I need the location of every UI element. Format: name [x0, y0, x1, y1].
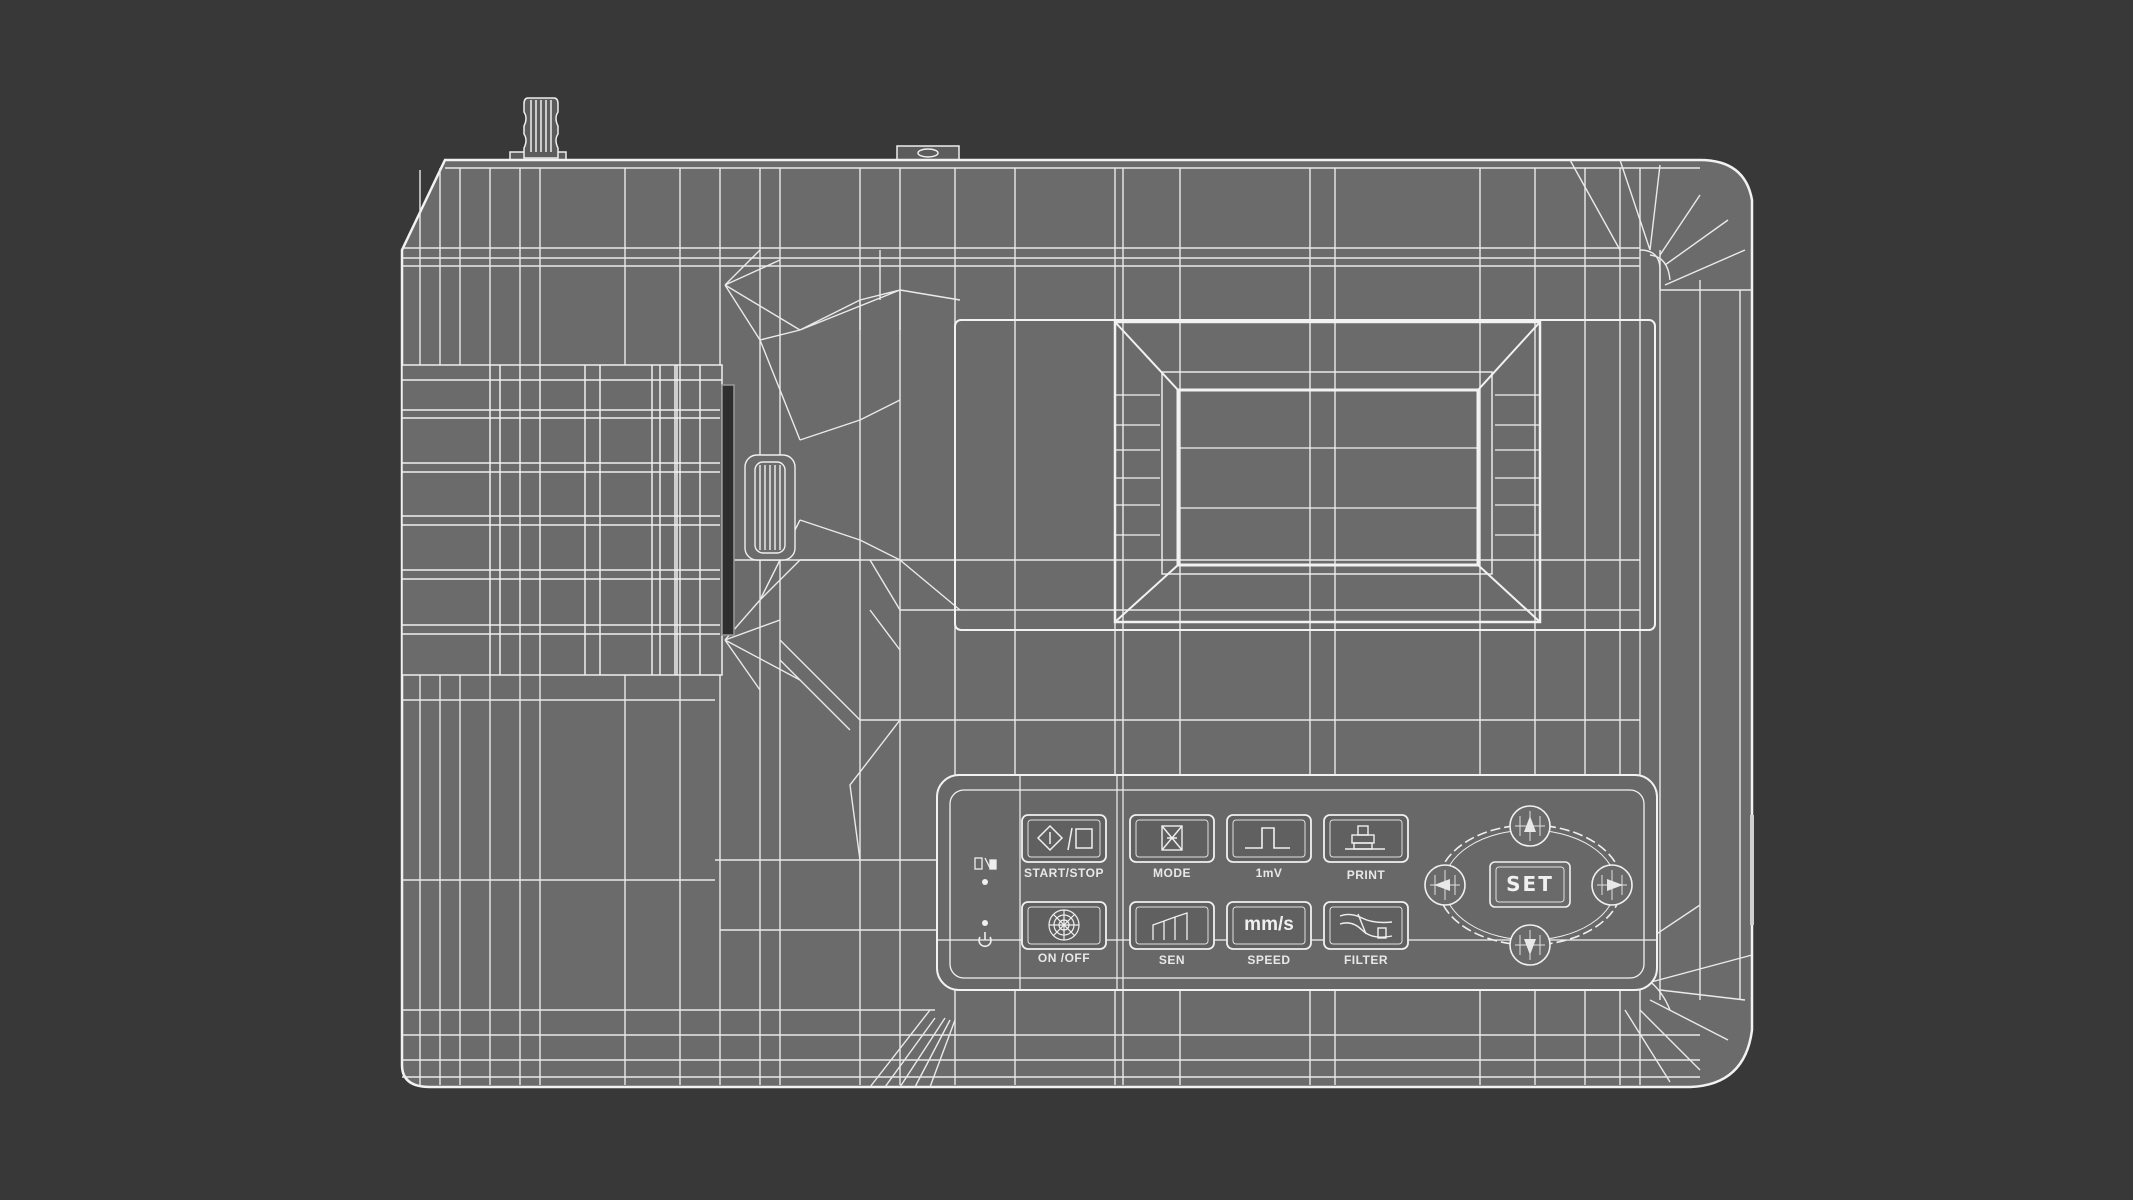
speed-mm-s-icon-text: mm/s: [1244, 914, 1294, 935]
power-grid-icon: [1048, 909, 1080, 941]
arrow-up-icon: [1524, 816, 1536, 832]
filter-label: FILTER: [1343, 953, 1389, 967]
start-stop-label: START/STOP: [1024, 866, 1104, 880]
printer-icon: [1345, 825, 1385, 850]
start-stop-icon: [1036, 824, 1093, 852]
set-button[interactable]: [1489, 861, 1571, 908]
side-connector: [1750, 815, 1754, 925]
set-label: SET: [1506, 872, 1554, 896]
dpad-arrows: [1434, 816, 1623, 955]
control-panel-frame: [936, 774, 1658, 991]
arrow-left-icon: [1434, 879, 1450, 891]
on-off-label: ON /OFF: [1037, 951, 1091, 965]
start-stop-button[interactable]: [1021, 814, 1107, 863]
display-screen: [954, 319, 1656, 631]
print-label: PRINT: [1346, 868, 1386, 882]
arrow-right-icon: [1607, 879, 1623, 891]
sen-button[interactable]: [1129, 901, 1215, 950]
calibration-pulse-icon: [1245, 827, 1290, 849]
speed-button[interactable]: [1226, 901, 1312, 950]
power-icon: [978, 932, 992, 948]
1mv-label: 1mV: [1255, 866, 1283, 880]
mode-icon: [1161, 825, 1183, 851]
paper-roll-module: [401, 364, 735, 676]
power-led: [982, 920, 988, 926]
sensitivity-bars-icon: [1152, 912, 1188, 940]
filter-wave-icon: [1339, 913, 1393, 939]
battery-lock-icon: [974, 857, 997, 870]
arrow-down-icon: [1524, 939, 1536, 955]
status-led: [982, 879, 988, 885]
mode-label: MODE: [1153, 866, 1191, 880]
1mv-button[interactable]: [1226, 814, 1312, 863]
top-tab: [896, 145, 960, 163]
print-button[interactable]: [1323, 814, 1409, 863]
paper-latch: [744, 454, 796, 561]
speed-label: SPEED: [1247, 953, 1291, 967]
sen-label: SEN: [1158, 953, 1186, 967]
filter-button[interactable]: [1323, 901, 1409, 950]
